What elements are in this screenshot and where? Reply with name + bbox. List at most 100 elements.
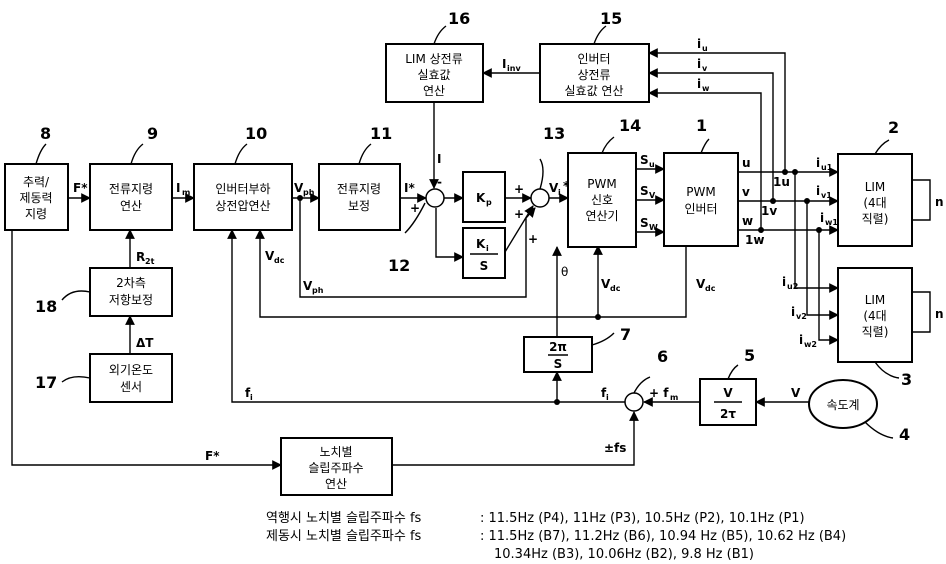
label-vph-ff-main: V (303, 279, 313, 293)
summing-junction-12 (425, 188, 445, 208)
label-plus-13b: + (514, 207, 524, 221)
label-pm-fs: ±fs (604, 441, 626, 455)
footnote-line-2-values: : 11.5Hz (B7), 11.2Hz (B6), 10.94 Hz (B5… (480, 529, 846, 544)
block-15-inverter-rms-current: 인버터 상전류 실효값 연산 (539, 43, 650, 103)
label-iinv-main: I (502, 57, 506, 71)
reference-numbers: 8 9 10 11 16 15 14 1 2 13 12 18 17 7 6 5… (35, 9, 912, 444)
block-1-pwm-inverter: PWM 인버터 (663, 152, 739, 247)
ref-7: 7 (620, 325, 631, 344)
label-sv-main: S (640, 184, 649, 198)
ki-main: K (476, 237, 486, 251)
block-14-pwm-signal-calculator: PWM 신호 연산기 (567, 152, 637, 248)
label-plus-13a: + (514, 182, 524, 196)
block-3-line-2: (4대 (863, 309, 886, 323)
label-n-top: n (935, 195, 944, 209)
label-theta: θ (561, 265, 568, 279)
label-vdc-left-sub: dc (274, 256, 285, 265)
block-2-line-1: LIM (865, 180, 886, 194)
label-su-main: S (640, 153, 649, 167)
ref-3: 3 (901, 370, 912, 389)
label-1v: 1v (761, 204, 777, 218)
label-iv1-main: i (816, 184, 820, 198)
block-5-speed-to-frequency: V 2τ (699, 378, 757, 426)
block-2-lim: LIM (4대 직렬) (837, 153, 913, 247)
block-9-current-command: 전류지령 연산 (89, 163, 173, 231)
block-3-lim: LIM (4대 직렬) (837, 267, 913, 363)
label-f-star-slip: F* (205, 449, 220, 463)
label-vph-main: V (294, 181, 304, 195)
label-speed-v: V (791, 386, 801, 400)
label-iu-sub: u (702, 44, 708, 53)
label-vi-sup: * (563, 179, 570, 193)
block-17-temperature-sensor: 외기온도 센서 (89, 353, 173, 403)
block-7-den: S (554, 357, 563, 371)
kp-main: K (476, 191, 486, 205)
footnote-line-2-label: 제동시 노치별 슬립주파수 fs (266, 529, 422, 544)
label-iu2-main: i (782, 275, 786, 289)
ref-1: 1 (696, 116, 707, 135)
block-17-line-1: 외기온도 (109, 363, 153, 377)
label-1u: 1u (773, 175, 790, 189)
block-18-line-2: 저항보정 (109, 293, 153, 307)
label-im-sub: m (182, 188, 190, 197)
block-18-line-1: 2차측 (116, 276, 146, 290)
label-vdc-right-sub: dc (705, 284, 716, 293)
block-3-line-3: 직렬) (862, 325, 889, 339)
block-15-line-3: 실효값 연산 (564, 84, 623, 98)
block-11-line-2: 보정 (348, 199, 370, 213)
label-vdc-right-main: V (696, 277, 706, 291)
label-w: w (742, 214, 753, 228)
ref-12: 12 (388, 256, 410, 275)
block-14-line-1: PWM (587, 177, 616, 191)
kp-sub: p (486, 198, 492, 207)
label-sw-sub: W (649, 223, 658, 232)
label-vi-main: V (549, 181, 559, 195)
block-kp-gain: K p (462, 171, 506, 223)
label-fm-sub: m (670, 393, 678, 402)
block-3-line-1: LIM (865, 293, 886, 307)
label-v: v (742, 185, 750, 199)
block-16-lim-rms-current: LIM 상전류 실효값 연산 (385, 43, 484, 103)
ref-5: 5 (744, 346, 755, 365)
block-7-num: 2π (549, 340, 567, 354)
block-2-line-2: (4대 (863, 196, 886, 210)
footnote-line-1-label: 역행시 노치별 슬립주파수 fs (266, 510, 422, 526)
label-iinv-sub: inv (507, 64, 521, 73)
ref-16: 16 (448, 9, 470, 28)
label-vdc-mid-sub: dc (610, 284, 621, 293)
block-17-line-2: 센서 (120, 380, 142, 394)
block-16-line-1: LIM 상전류 (405, 52, 463, 66)
ref-4: 4 (899, 425, 910, 444)
label-iv-sub: v (702, 64, 708, 73)
label-vph-ff-sub: ph (312, 286, 324, 295)
block-15-line-2: 상전류 (577, 68, 610, 82)
label-su-sub: u (649, 160, 655, 169)
label-iw2-sub: w2 (804, 340, 817, 349)
label-i-star: I* (404, 181, 415, 195)
ref-15: 15 (600, 9, 622, 28)
block-8-line-1: 추력/ (23, 175, 50, 189)
ref-2: 2 (888, 118, 899, 137)
ref-13: 13 (543, 124, 565, 143)
ref-8: 8 (40, 124, 51, 143)
ref-11: 11 (370, 124, 392, 143)
slip-block-line-1: 노치별 (319, 445, 352, 459)
label-iw-main: i (697, 77, 701, 91)
block-16-line-3: 연산 (423, 84, 445, 98)
label-sw-main: S (640, 216, 649, 230)
block-7-integrator: 2π S (523, 336, 593, 373)
block-1-line-2: 인버터 (684, 202, 717, 216)
label-iv2-main: i (791, 305, 795, 319)
ref-9: 9 (147, 124, 158, 143)
label-fi-left-sub: i (250, 393, 253, 402)
block-slip-frequency: 노치별 슬립주파수 연산 (280, 437, 393, 496)
label-n-bottom: n (935, 307, 944, 321)
block-8-line-2: 제동력 (19, 191, 52, 205)
slip-frequency-footnote: 역행시 노치별 슬립주파수 fs : 11.5Hz (P4), 11Hz (P3… (266, 510, 846, 562)
summing-junction-6 (624, 392, 644, 412)
label-iu1-sub: u1 (821, 163, 833, 172)
ki-den: S (480, 259, 489, 273)
label-u: u (742, 156, 751, 170)
footnote-line-1-values: : 11.5Hz (P4), 11Hz (P3), 10.5Hz (P2), 1… (480, 511, 805, 526)
